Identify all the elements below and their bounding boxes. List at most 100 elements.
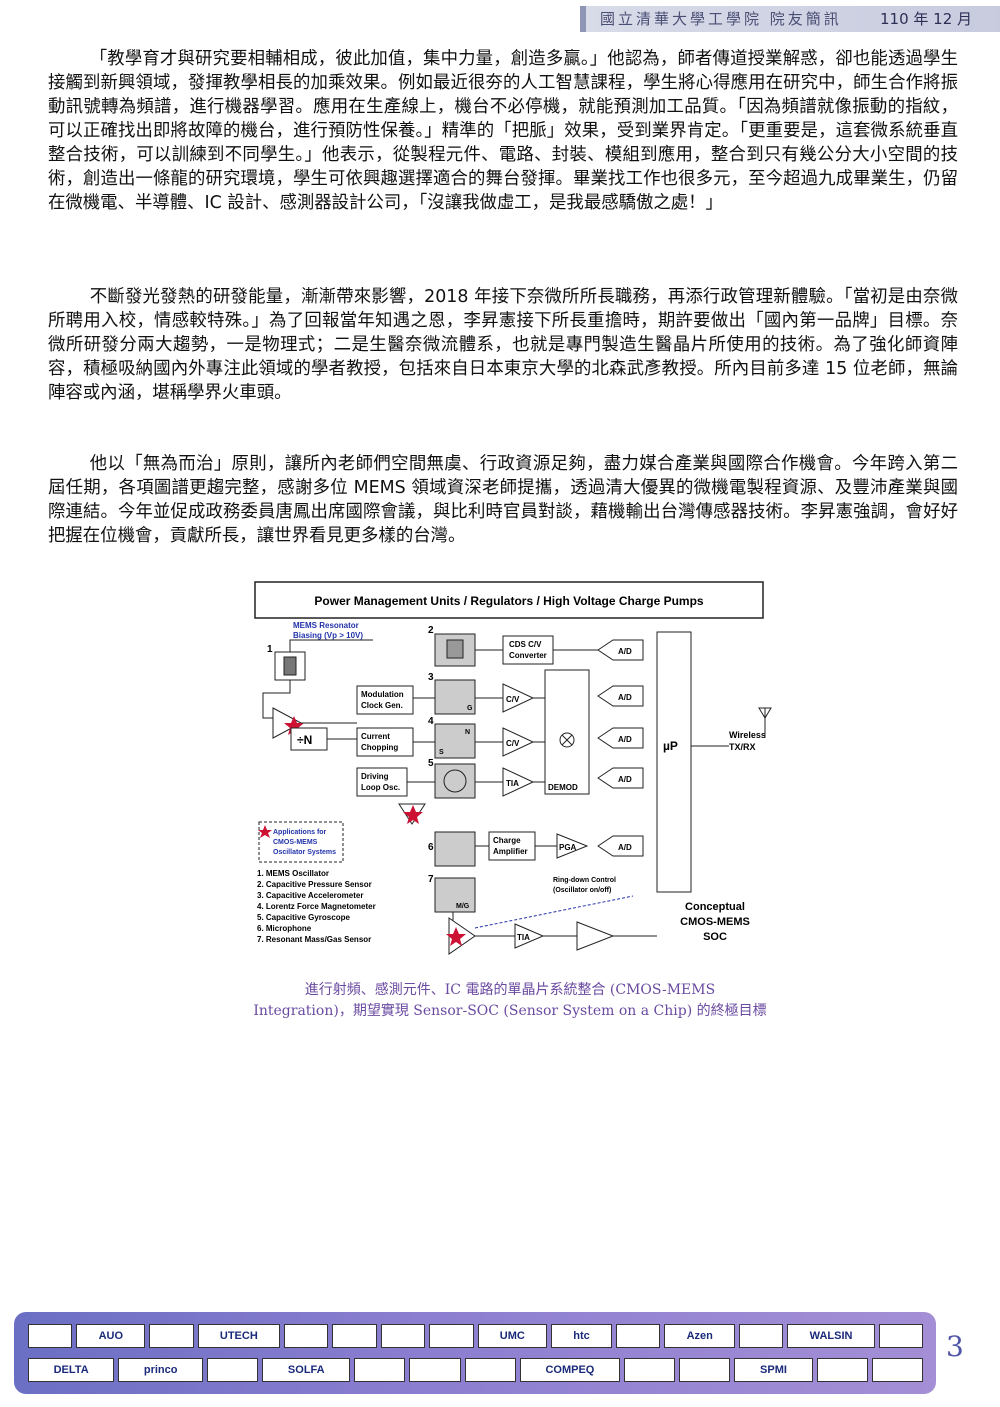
accelerometer-icon (434, 679, 476, 715)
concept-label: Conceptual (685, 901, 745, 913)
sponsor-logo (679, 1358, 731, 1382)
svg-text:M/G: M/G (456, 903, 470, 910)
chopping-label: Chopping (361, 743, 398, 752)
mass-gas-sensor-icon (434, 877, 476, 913)
svg-text:TIA: TIA (506, 779, 519, 788)
sponsor-logo: COMPEQ (519, 1358, 620, 1382)
issue-date: 110 年 12 月 (880, 10, 973, 28)
charge-amplifier-block (488, 831, 536, 861)
page-number: 3 (946, 1330, 964, 1363)
antenna-icon (758, 707, 772, 719)
wireless-label: Wireless (729, 730, 766, 740)
number-6: 6 (428, 842, 434, 853)
svg-text:A/D: A/D (618, 735, 632, 744)
star-marker-2 (403, 805, 423, 824)
sponsor-logo (623, 1358, 676, 1382)
sponsor-logo (283, 1324, 329, 1348)
magnetometer-icon (434, 723, 476, 759)
ringdown-osc-label: (Oscillator on/off) (553, 887, 611, 894)
modulation-clock-block (356, 685, 414, 715)
sponsor-logo (354, 1358, 406, 1382)
loop-osc-label: Loop Osc. (361, 783, 400, 792)
sponsor-logo (878, 1324, 924, 1348)
charge-label: Charge (493, 836, 521, 845)
applications-legend-box (258, 821, 344, 863)
number-2: 2 (428, 625, 434, 636)
svg-text:A/D: A/D (618, 775, 632, 784)
ringdown-label: Ring-down Control (553, 877, 616, 884)
number-4: 4 (428, 716, 434, 727)
sponsor-logo (149, 1324, 194, 1348)
driving-label: Driving (361, 772, 389, 781)
number-1: 1 (267, 644, 273, 655)
list-item: 3. Capacitive Accelerometer (257, 891, 363, 900)
ad-converter-1 (597, 639, 644, 661)
resonator-icon (283, 656, 297, 676)
concept-cmos-label: CMOS-MEMS (680, 916, 750, 928)
sponsor-logo: htc (551, 1324, 612, 1348)
sponsor-logo (207, 1358, 259, 1382)
list-item: 4. Lorentz Force Magnetometer (257, 902, 376, 911)
resonator-label: MEMS Resonator (293, 621, 359, 630)
svg-text:C/V: C/V (506, 695, 520, 704)
figure-caption: 進行射頻、感測元件、IC 電路的單晶片系統整合 (CMOS-MEMS Integ… (200, 980, 820, 1022)
list-item: 6. Microphone (257, 924, 312, 933)
sponsor-logo (615, 1324, 661, 1348)
caption-line-1: 進行射頻、感測元件、IC 電路的單晶片系統整合 (CMOS-MEMS (304, 982, 716, 998)
sponsor-logo: princo (118, 1358, 204, 1382)
sponsor-logo (739, 1324, 784, 1348)
modulation-label: Modulation (361, 690, 404, 699)
header-band (580, 6, 1000, 32)
concept-soc-label: SOC (703, 931, 727, 943)
star-marker-1 (284, 716, 304, 735)
ad-converter-5 (597, 835, 644, 857)
sponsor-logo (871, 1358, 923, 1382)
apps-osc-label: Oscillator Systems (273, 849, 336, 856)
sponsor-logo: UMC (477, 1324, 548, 1348)
newsletter-title: 國立清華大學工學院 院友簡訊 (600, 10, 842, 28)
apps-cmos-label: CMOS-MEMS (273, 839, 318, 846)
current-label: Current (361, 732, 390, 741)
demod-label: DEMOD (548, 783, 578, 792)
sponsor-logo (380, 1324, 426, 1348)
sponsor-logo: Azen (664, 1324, 736, 1348)
ad-converter-2 (597, 685, 644, 707)
number-5: 5 (428, 758, 434, 769)
microprocessor-label: µP (663, 739, 678, 753)
paragraph-institute-director: 不斷發光發熱的研發能量，漸漸帶來影響，2018 年接下奈微所所長職務，再添行政管… (48, 287, 958, 403)
star-legend-icon (258, 825, 272, 838)
number-3: 3 (428, 672, 434, 683)
sponsor-logo (816, 1358, 868, 1382)
svg-text:C/V: C/V (506, 739, 520, 748)
svg-text:PGA: PGA (559, 843, 577, 852)
svg-text:A/D: A/D (618, 693, 632, 702)
sponsor-logo: UTECH (197, 1324, 280, 1348)
svg-text:N: N (465, 729, 470, 736)
sponsor-logo: WALSIN (787, 1324, 875, 1348)
sponsor-logo: SOLFA (262, 1358, 351, 1382)
list-item: 5. Capacitive Gyroscope (257, 913, 350, 922)
sponsor-logo (409, 1358, 461, 1382)
microphone-icon (434, 831, 476, 867)
caption-line-2: Integration)，期望實現 Sensor-SOC (Sensor Sys… (253, 1003, 767, 1019)
demodulator-block (544, 669, 590, 795)
gyroscope-icon (434, 763, 476, 799)
sponsor-logo: AUO (76, 1324, 146, 1348)
ad-converter-4 (597, 767, 644, 789)
svg-text:A/D: A/D (618, 843, 632, 852)
apps-label: Applications for (273, 829, 327, 836)
comparator-amp (576, 921, 615, 951)
svg-text:G: G (467, 705, 473, 712)
sponsor-logo (28, 1324, 73, 1348)
ringdown-control-line (474, 895, 634, 929)
list-item: 1. MEMS Oscillator (257, 869, 329, 878)
clock-gen-label: Clock Gen. (361, 701, 403, 710)
sponsor-logo: DELTA (28, 1358, 115, 1382)
sponsor-logo (332, 1324, 377, 1348)
txrx-label: TX/RX (729, 742, 756, 752)
amplifier-label: Amplifier (493, 847, 528, 856)
sponsor-logo (429, 1324, 474, 1348)
cds-label: CDS C/V (509, 640, 542, 649)
